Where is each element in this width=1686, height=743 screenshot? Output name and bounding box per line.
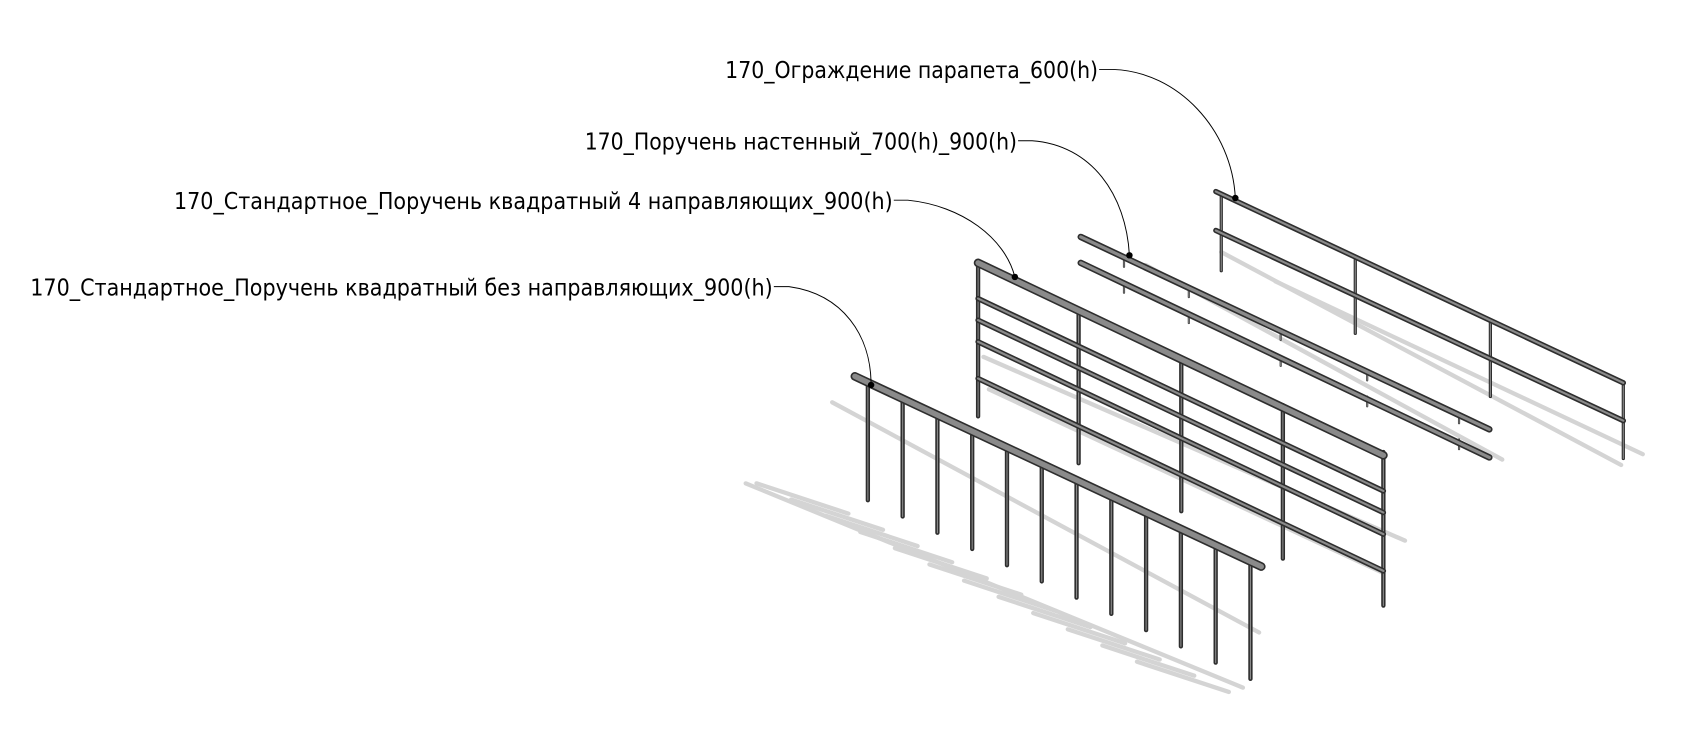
handrail-upper-face	[1079, 235, 1491, 431]
shadow-line	[1100, 643, 1197, 678]
tag-square-handrail-4-rails[interactable]: 170_Стандартное_Поручень квадратный 4 на…	[174, 189, 1019, 281]
top-handrail-face	[852, 373, 1264, 570]
leader-dot	[1126, 252, 1133, 259]
leader-dot	[1011, 273, 1019, 281]
top-handrail-face	[975, 260, 1387, 458]
leader-line	[1018, 140, 1130, 256]
tag-parapet-railing[interactable]: 170_Ограждение парапета_600(h)	[725, 58, 1239, 202]
top-rail-face	[1214, 190, 1625, 384]
leader-line	[1099, 68, 1236, 199]
shadows	[743, 249, 1645, 695]
mid-rail-face	[1214, 229, 1625, 422]
shadow-line	[1273, 279, 1645, 457]
leader-dot	[1232, 194, 1239, 202]
tag-label[interactable]: 170_Ограждение парапета_600(h)	[725, 58, 1098, 84]
tag-label[interactable]: 170_Стандартное_Поручень квадратный 4 на…	[174, 189, 893, 215]
shadow-line	[754, 481, 851, 516]
leader-line	[773, 286, 872, 386]
railing-wall-handrail	[1077, 233, 1493, 461]
shadow-line	[743, 481, 1246, 690]
rail-face	[977, 340, 1385, 536]
shadow-line	[788, 497, 886, 532]
tag-square-handrail-no-rails[interactable]: 170_Стандартное_Поручень квадратный без …	[30, 275, 875, 389]
leader-dot	[867, 381, 875, 389]
tag-wall-handrail[interactable]: 170_Поручень настенный_700(h)_900(h)	[585, 129, 1133, 259]
shadow-line	[1065, 627, 1162, 662]
shadow-line	[996, 594, 1093, 630]
rail-face	[977, 377, 1385, 572]
shadow-line	[1134, 659, 1231, 695]
railing-square-no-rails	[850, 372, 1266, 681]
railing-square-4-rails	[973, 258, 1388, 608]
rail-face	[977, 297, 1385, 493]
tag-label[interactable]: 170_Поручень настенный_700(h)_900(h)	[585, 129, 1017, 155]
shadow-line	[1031, 610, 1128, 646]
shadow-line	[830, 400, 1262, 635]
railing-parapet	[1213, 188, 1627, 461]
tag-label[interactable]: 170_Стандартное_Поручень квадратный без …	[30, 275, 772, 301]
leader-line	[893, 199, 1016, 278]
rail-face	[977, 319, 1385, 514]
handrail-lower-face	[1079, 261, 1491, 460]
